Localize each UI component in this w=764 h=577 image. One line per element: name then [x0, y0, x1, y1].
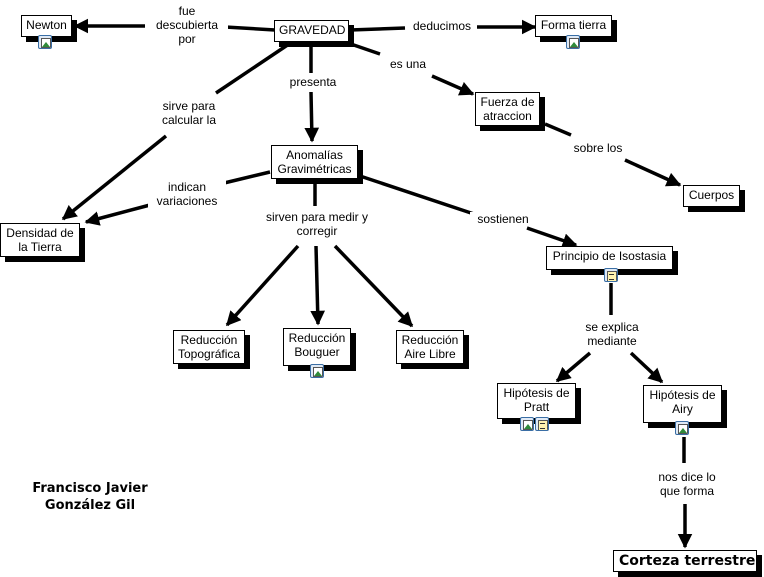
image-icon[interactable]	[38, 35, 52, 49]
concept-isostasia-label: Principio de Isostasia	[552, 249, 667, 263]
concept-densidad-line2: la Tierra	[18, 240, 62, 254]
link-line: corregir	[296, 224, 338, 238]
arrow-sostienen-isostasia	[526, 226, 578, 248]
concept-cuerpos-label: Cuerpos	[688, 188, 735, 202]
pratt-resources	[520, 417, 549, 431]
concept-reduccion-aire-libre[interactable]: Reducción Aire Libre	[396, 330, 464, 364]
arrow-sirven-bouguer	[310, 245, 326, 326]
concept-pratt-line2: Pratt	[523, 400, 550, 414]
forma-tierra-resources	[566, 35, 580, 49]
concept-anomalias-line2: Gravimétricas	[277, 162, 352, 176]
arrow-sobre-cuerpos	[624, 158, 682, 187]
link-sostienen[interactable]: sostienen	[470, 212, 536, 226]
concept-hipotesis-pratt[interactable]: Hipótesis de Pratt	[497, 383, 576, 419]
line-fuerza-sobre	[544, 122, 572, 137]
concept-red-bouguer-line1: Reducción	[288, 331, 346, 345]
link-line: descubierta	[155, 18, 219, 32]
link-line: fue	[178, 4, 196, 18]
concept-reduccion-topografica[interactable]: Reducción Topográfica	[173, 330, 245, 364]
link-sobre-los[interactable]: sobre los	[565, 141, 631, 155]
arrow-seexplica-airy	[629, 351, 664, 384]
concept-pratt-line1: Hipótesis de	[503, 386, 570, 400]
bouguer-resources	[310, 364, 324, 378]
concept-anomalias-line1: Anomalías	[286, 148, 343, 162]
concept-newton[interactable]: Newton	[21, 15, 72, 37]
link-line: indican	[167, 180, 207, 194]
concept-densidad-line1: Densidad de	[6, 226, 74, 240]
author-line: González Gil	[44, 498, 136, 513]
arrow-sirven-aire	[333, 244, 414, 328]
concept-forma-tierra[interactable]: Forma tierra	[535, 15, 612, 37]
concept-red-bouguer-line2: Bouguer	[294, 345, 340, 359]
document-icon[interactable]	[535, 417, 549, 431]
concept-red-topo-line2: Topográfica	[178, 347, 241, 361]
concept-reduccion-bouguer[interactable]: Reducción Bouguer	[283, 328, 351, 366]
author-credit: Francisco Javier González Gil	[20, 480, 160, 514]
concept-hipotesis-airy[interactable]: Hipótesis de Airy	[643, 385, 722, 423]
link-sirven-para[interactable]: sirven para medir y corregir	[259, 210, 375, 238]
link-se-explica[interactable]: se explica mediante	[578, 320, 646, 348]
concept-red-topo-line1: Reducción	[180, 333, 238, 347]
link-line: nos dice lo	[658, 470, 716, 484]
concept-newton-label: Newton	[26, 18, 67, 32]
image-icon[interactable]	[520, 417, 534, 431]
link-indican[interactable]: indican variaciones	[148, 180, 226, 208]
image-icon[interactable]	[566, 35, 580, 49]
link-presenta[interactable]: presenta	[283, 75, 343, 89]
concept-red-aire-line1: Reducción	[401, 333, 459, 347]
link-deducimos[interactable]: deducimos	[407, 19, 477, 33]
arrow-presenta-anomalias	[304, 91, 320, 143]
link-line: sobre los	[573, 141, 623, 155]
link-line: deducimos	[412, 19, 472, 33]
image-icon[interactable]	[675, 421, 689, 435]
concept-fuerza-atraccion[interactable]: Fuerza de atraccion	[475, 92, 540, 126]
concept-forma-tierra-label: Forma tierra	[540, 18, 607, 32]
airy-resources	[675, 421, 689, 435]
arrow-indican-densidad	[84, 203, 151, 226]
concept-corteza-label: Corteza terrestre	[619, 553, 756, 569]
link-line: que forma	[659, 484, 715, 498]
concept-fuerza-line1: Fuerza de	[480, 95, 535, 109]
concept-gravedad-label: GRAVEDAD	[279, 23, 346, 37]
link-line: mediante	[587, 334, 637, 348]
concept-corteza-terrestre[interactable]: Corteza terrestre	[613, 550, 757, 572]
link-line: se explica	[585, 320, 639, 334]
link-line: es una	[389, 57, 427, 71]
image-icon[interactable]	[310, 364, 324, 378]
link-line: variaciones	[156, 194, 218, 208]
line-gravedad-deducimos	[349, 26, 406, 32]
link-sirve-para[interactable]: sirve para calcular la	[152, 99, 226, 127]
link-line: por	[178, 32, 196, 46]
link-line: sirve para	[162, 99, 216, 113]
concept-airy-line1: Hipótesis de	[649, 388, 716, 402]
link-line: sirven para medir y	[265, 210, 369, 224]
concept-fuerza-line2: atraccion	[483, 109, 532, 123]
link-line: presenta	[289, 75, 337, 89]
document-icon[interactable]	[604, 268, 618, 282]
line-anomalias-sostienen	[359, 174, 475, 216]
author-line: Francisco Javier	[32, 481, 148, 496]
arrow-esuna-fuerza	[431, 74, 475, 96]
line-gravedad-esuna	[344, 40, 381, 56]
link-line: calcular la	[161, 113, 217, 127]
isostasia-resources	[604, 268, 618, 282]
line-anomalias-indican	[219, 170, 271, 186]
concept-airy-line2: Airy	[672, 402, 693, 416]
concept-red-aire-line2: Aire Libre	[404, 347, 456, 361]
arrow-seexplica-pratt	[555, 351, 592, 383]
newton-resources	[38, 35, 52, 49]
arrow-sirve-densidad	[61, 134, 168, 221]
link-line: sostienen	[477, 212, 529, 226]
link-fue-descubierta[interactable]: fue descubierta por	[146, 4, 228, 46]
link-es-una[interactable]: es una	[383, 57, 433, 71]
concept-cuerpos[interactable]: Cuerpos	[683, 185, 740, 207]
link-nos-dice[interactable]: nos dice lo que forma	[650, 470, 724, 498]
arrow-sirven-topo	[225, 244, 300, 327]
concept-anomalias[interactable]: Anomalías Gravimétricas	[271, 145, 358, 179]
concept-gravedad[interactable]: GRAVEDAD	[274, 20, 349, 42]
line-gravedad-fue	[224, 25, 276, 32]
concept-isostasia[interactable]: Principio de Isostasia	[546, 246, 673, 270]
line-gravedad-sirve	[215, 40, 293, 95]
concept-densidad[interactable]: Densidad de la Tierra	[0, 223, 80, 257]
